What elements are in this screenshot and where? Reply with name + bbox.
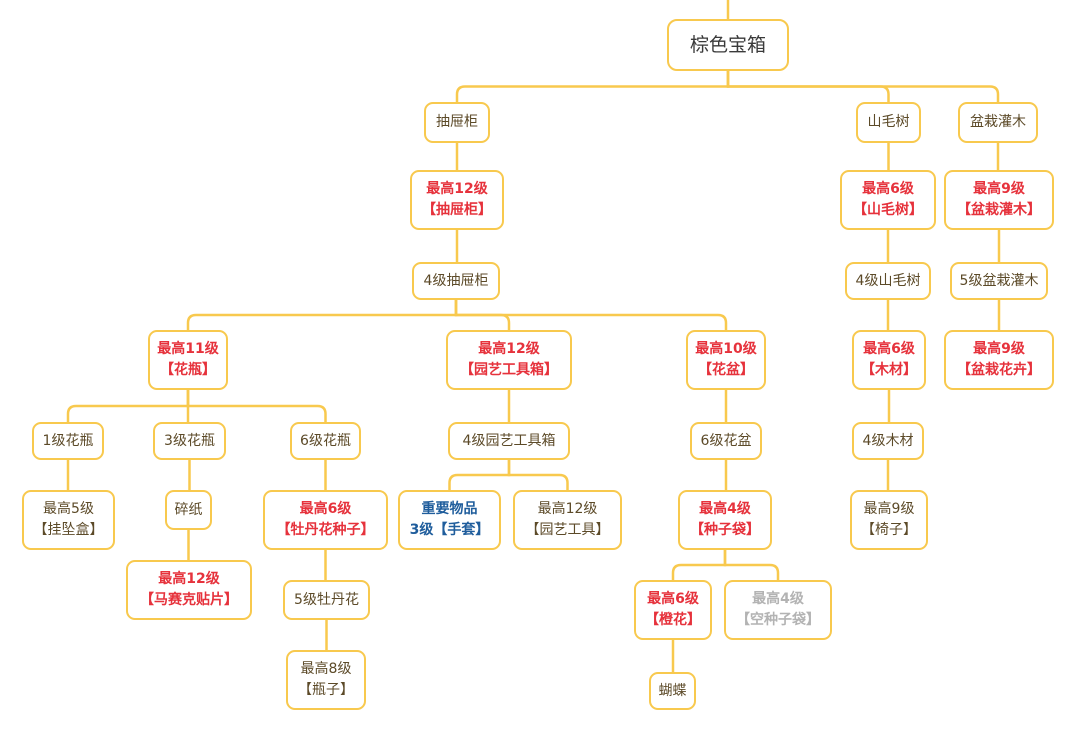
node-label-line: 【牡丹花种子】	[276, 522, 375, 538]
node-peony5: 5级牡丹花	[283, 580, 370, 620]
node-label-line: 【园艺工具】	[525, 522, 610, 538]
node-label-line: 最高12级	[537, 501, 598, 517]
node-peony-seed-max: 最高6级【牡丹花种子】	[263, 490, 388, 550]
node-pot-max: 最高10级【花盆】	[686, 330, 766, 390]
node-label-line: 【盆栽灌木】	[957, 202, 1041, 218]
node-label-line: 最高9级	[973, 181, 1025, 197]
connector-drawer4-to-pot_max	[454, 300, 728, 330]
connector-root-to-shrub	[726, 71, 1000, 102]
node-label-line: 最高8级	[300, 661, 352, 677]
node-label-line: 3级花瓶	[164, 432, 215, 449]
node-vase1: 1级花瓶	[32, 422, 104, 460]
node-vase6: 6级花瓶	[290, 422, 361, 460]
node-seedbag-max: 最高4级【种子袋】	[678, 490, 772, 550]
node-label-line: 【椅子】	[861, 522, 917, 538]
node-label-line: 6级花瓶	[300, 432, 351, 449]
node-toolbox4: 4级园艺工具箱	[448, 422, 570, 460]
node-label-line: 最高11级	[157, 341, 219, 357]
node-label-line: 【瓶子】	[298, 682, 354, 698]
node-toolbox-max: 最高12级【园艺工具箱】	[446, 330, 572, 390]
node-label-line: 【挂坠盒】	[33, 522, 104, 538]
node-label-line: 【木材】	[861, 362, 917, 378]
node-beech4: 4级山毛树	[845, 262, 931, 300]
node-bottle-max: 最高8级【瓶子】	[286, 650, 366, 710]
node-orange-max: 最高6级【橙花】	[634, 580, 712, 640]
node-label-line: 抽屉柜	[436, 114, 478, 130]
node-label-line: 最高6级	[862, 181, 914, 197]
node-label-line: 5级牡丹花	[294, 591, 359, 608]
node-label-line: 最高9级	[973, 341, 1025, 357]
node-drawer4: 4级抽屉柜	[412, 262, 500, 300]
node-label-line: 5级盆栽灌木	[959, 272, 1039, 289]
node-label-line: 最高4级	[699, 501, 751, 517]
node-label-line: 最高4级	[752, 591, 804, 607]
node-emptybag-max: 最高4级【空种子袋】	[724, 580, 832, 640]
node-vase3: 3级花瓶	[153, 422, 226, 460]
node-wood4: 4级木材	[852, 422, 924, 460]
node-label-line: 山毛树	[867, 114, 910, 130]
node-label-line: 【橙花】	[645, 612, 701, 628]
node-label-line: 4级山毛树	[855, 272, 921, 289]
node-label-line: 4级抽屉柜	[423, 272, 489, 289]
node-label-line: 重要物品	[421, 501, 478, 517]
connector-drawer4-to-vase_max	[186, 300, 458, 330]
node-label-line: 蝴蝶	[658, 682, 687, 699]
node-beech-max: 最高6级【山毛树】	[840, 170, 936, 230]
node-label-line: 碎纸	[174, 501, 203, 518]
connector-seedbag_max-to-orange_max	[671, 550, 727, 580]
node-wood-max: 最高6级【木材】	[852, 330, 926, 390]
node-label-line: 最高12级	[158, 571, 220, 587]
node-label-line: 最高5级	[43, 501, 94, 517]
connector-toolbox4-to-tools_max	[507, 460, 569, 490]
node-label-line: 棕色宝箱	[689, 33, 766, 56]
node-label-line: 【马赛克贴片】	[140, 592, 238, 608]
node-shrub5: 5级盆栽灌木	[950, 262, 1048, 300]
connector-seedbag_max-to-emptybag_max	[723, 550, 780, 580]
connector-toolbox4-to-gloves	[448, 460, 511, 490]
node-chair-max: 最高9级【椅子】	[850, 490, 928, 550]
node-label-line: 最高9级	[863, 501, 915, 517]
node-label-line: 3级【手套】	[409, 522, 490, 538]
node-label-line: 【山毛树】	[853, 202, 923, 218]
node-tools-max: 最高12级【园艺工具】	[513, 490, 622, 550]
node-label-line: 【花瓶】	[160, 362, 216, 378]
connector-root-to-drawer	[455, 71, 730, 102]
node-shrub-max: 最高9级【盆栽灌木】	[944, 170, 1054, 230]
node-label-line: 盆栽灌木	[970, 114, 1026, 130]
connector-vase_max-to-vase1	[66, 390, 190, 422]
node-label-line: 4级木材	[862, 432, 914, 449]
node-label-line: 【抽屉柜】	[422, 202, 492, 218]
node-label-line: 【空种子袋】	[736, 612, 820, 628]
node-locket-max: 最高5级【挂坠盒】	[22, 490, 115, 550]
node-paper: 碎纸	[165, 490, 212, 530]
node-butterfly: 蝴蝶	[649, 672, 696, 710]
node-vase-max: 最高11级【花瓶】	[148, 330, 228, 390]
node-shrub: 盆栽灌木	[958, 102, 1038, 143]
node-drawer: 抽屉柜	[424, 102, 490, 143]
connector-vase_max-to-vase6	[186, 390, 327, 422]
node-label-line: 1级花瓶	[42, 432, 94, 449]
node-label-line: 【园艺工具箱】	[460, 362, 558, 378]
node-label-line: 【盆栽花卉】	[957, 362, 1041, 378]
node-label-line: 6级花盆	[700, 432, 752, 449]
node-beech: 山毛树	[856, 102, 921, 143]
node-label-line: 4级园艺工具箱	[462, 432, 556, 449]
node-mosaic-max: 最高12级【马赛克贴片】	[126, 560, 252, 620]
node-label-line: 最高6级	[647, 591, 699, 607]
node-label-line: 【花盆】	[698, 362, 754, 378]
node-pot6: 6级花盆	[690, 422, 762, 460]
node-label-line: 最高6级	[863, 341, 915, 357]
node-label-line: 最高6级	[299, 501, 352, 517]
node-drawer-max: 最高12级【抽屉柜】	[410, 170, 504, 230]
node-gloves: 重要物品 3级【手套】	[398, 490, 501, 550]
node-label-line: 最高12级	[478, 341, 540, 357]
node-label-line: 最高12级	[426, 181, 488, 197]
node-root: 棕色宝箱	[667, 19, 789, 71]
node-label-line: 最高10级	[695, 341, 757, 357]
node-label-line: 【种子袋】	[690, 522, 760, 538]
node-flower-max: 最高9级【盆栽花卉】	[944, 330, 1054, 390]
